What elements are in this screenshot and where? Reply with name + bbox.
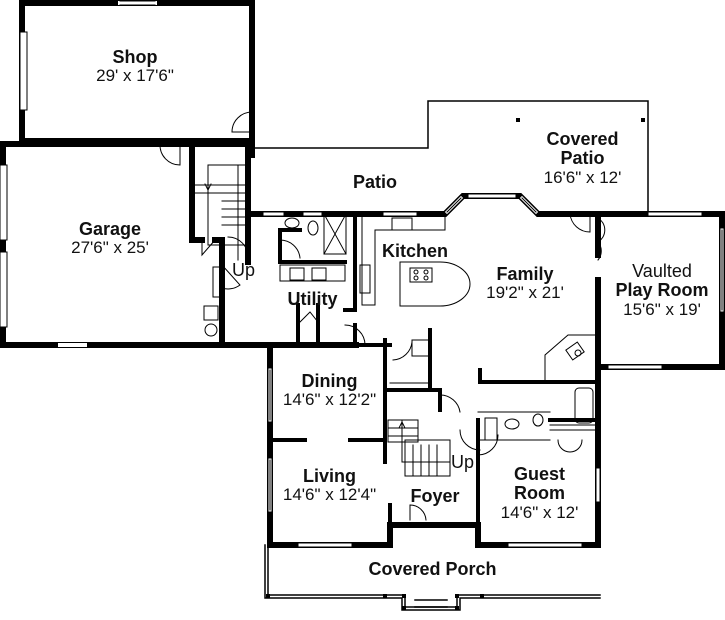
room-label-shop: Shop 29' x 17'6" bbox=[70, 47, 200, 86]
room-name-line1: Covered bbox=[546, 129, 619, 149]
room-name: Covered Porch bbox=[368, 559, 497, 579]
room-name: Family bbox=[496, 264, 554, 284]
room-label-family: Family 19'2" x 21' bbox=[470, 264, 580, 303]
room-label-utility: Utility bbox=[275, 289, 350, 309]
stair-up-label-foyer: Up bbox=[451, 452, 475, 472]
room-label-garage: Garage 27'6" x 25' bbox=[45, 219, 175, 258]
room-prefix: Vaulted bbox=[632, 261, 692, 281]
room-name: Foyer bbox=[410, 486, 460, 506]
room-name-line2: Patio bbox=[560, 148, 605, 169]
stair-up-label-garage: Up bbox=[232, 260, 256, 280]
room-label-guest-room: Guest Room 14'6" x 12' bbox=[482, 464, 597, 522]
room-name: Patio bbox=[352, 172, 397, 192]
room-label-dining: Dining 14'6" x 12'2" bbox=[272, 371, 387, 410]
room-dimensions: 29' x 17'6" bbox=[96, 66, 174, 86]
room-dimensions: 14'6" x 12'4" bbox=[282, 485, 377, 505]
room-name: Utility bbox=[287, 289, 338, 309]
room-label-play-room: Vaulted Play Room 15'6" x 19' bbox=[602, 261, 722, 319]
room-label-kitchen: Kitchen bbox=[370, 241, 460, 261]
room-name: Shop bbox=[112, 47, 158, 67]
room-dimensions: 15'6" x 19' bbox=[623, 299, 701, 319]
room-dimensions: 14'6" x 12' bbox=[500, 502, 579, 522]
room-name: Play Room bbox=[615, 280, 709, 301]
room-dimensions: 16'6" x 12' bbox=[543, 167, 622, 187]
garage-walls bbox=[0, 141, 255, 348]
room-label-foyer: Foyer bbox=[395, 486, 475, 506]
room-dimensions: 14'6" x 12'2" bbox=[282, 390, 377, 410]
room-name: Living bbox=[303, 466, 356, 486]
room-label-living: Living 14'6" x 12'4" bbox=[272, 466, 387, 505]
room-name: Dining bbox=[301, 371, 358, 391]
room-label-covered-porch: Covered Porch bbox=[345, 559, 520, 579]
room-dimensions: 27'6" x 25' bbox=[71, 238, 149, 258]
room-label-covered-patio: Covered Patio 16'6" x 12' bbox=[520, 129, 645, 187]
patio-outlines bbox=[251, 100, 649, 213]
room-name-line2: Room bbox=[514, 483, 565, 504]
interior-walls bbox=[268, 212, 600, 547]
room-dimensions: 19'2" x 21' bbox=[486, 283, 564, 303]
room-name: Garage bbox=[78, 219, 142, 239]
patio-posts bbox=[516, 118, 645, 122]
room-name-line1: Guest bbox=[513, 464, 565, 484]
room-label-patio: Patio bbox=[330, 172, 420, 192]
room-name: Kitchen bbox=[381, 241, 448, 261]
